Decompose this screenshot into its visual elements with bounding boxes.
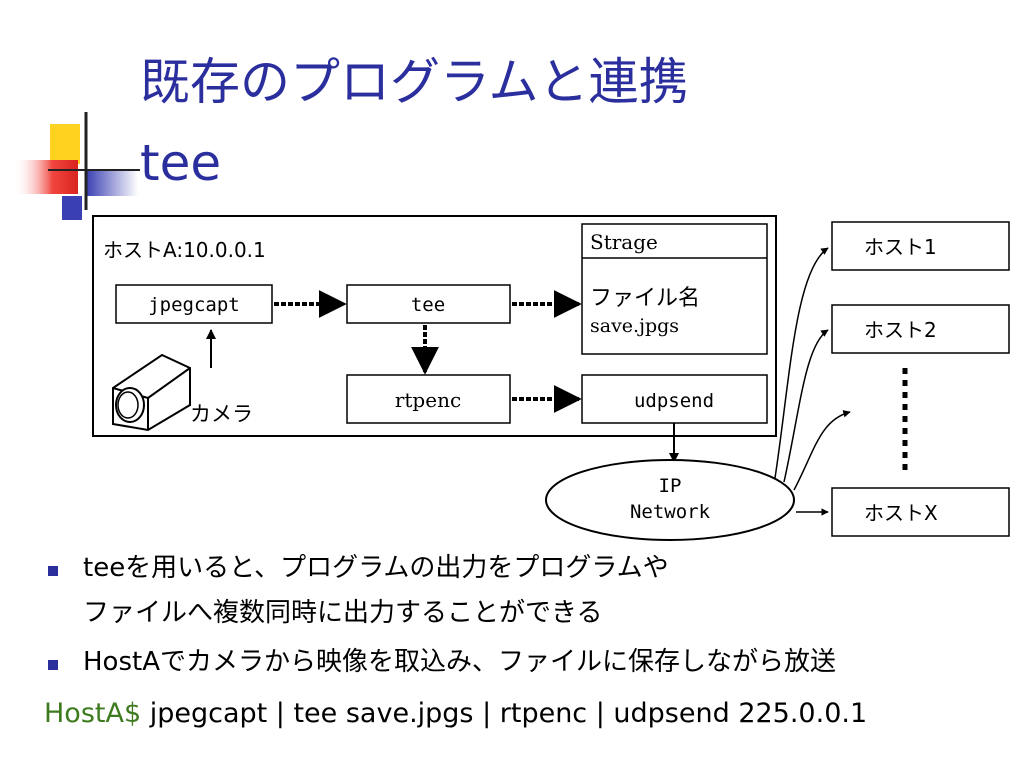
storage-header: Strage [590,230,658,254]
host-x-box [831,487,1010,537]
arrow-network-to-other-host [793,410,851,491]
host-1-box [831,221,1010,271]
jpegcapt-box [115,284,273,324]
host-1-label: ホスト1 [864,235,937,259]
slide-title-line1: 既存のプログラムと連携 [140,53,689,111]
tee-label: tee [411,294,445,316]
command-text: jpegcapt | tee save.jpgs | rtpenc | udps… [141,698,868,729]
storage-box [581,223,768,355]
host-2-label: ホスト2 [864,318,937,342]
network-label-line2: Network [630,501,711,523]
tee-box [346,284,511,324]
bullet-1-line-2: ファイルへ複数同時に出力することができる [83,598,603,628]
yellow-square [50,124,80,164]
host-a-box [92,215,777,437]
camera-icon [112,353,191,432]
bullet-marker-1 [48,566,58,576]
corner-decoration [14,112,140,220]
command-prompt: HostA$ [44,698,142,729]
bullet-marker-2 [48,660,58,670]
file-label: ファイル名 [590,286,700,311]
jpegcapt-label: jpegcapt [148,294,240,316]
host-a-label: ホストA:10.0.0.1 [103,238,266,262]
host-2-box [831,304,1010,354]
file-name: save.jpgs [590,315,679,337]
udpsend-box [581,374,768,424]
network-label-line1: IP [659,475,682,497]
rtpenc-box [346,374,511,424]
blue-gradient-block [86,170,138,196]
host-x-label: ホストX [864,501,938,525]
bullet-1-line-1: teeを用いると、プログラムの出力をプログラムや [83,553,669,583]
arrow-network-to-host-1 [774,247,829,479]
slide-title-line2: tee [140,134,222,192]
arrow-network-to-host-2 [783,329,829,483]
udpsend-label: udpsend [634,390,714,412]
red-gradient-block [14,160,78,194]
blue-square [62,196,82,220]
rtpenc-label: rtpenc [395,388,461,412]
ip-network-ellipse [545,459,795,541]
command-line: HostA$ jpegcapt | tee save.jpgs | rtpenc… [44,700,867,727]
camera-label: カメラ [190,402,253,426]
bullet-2-line-1: HostAでカメラから映像を取込み、ファイルに保存しながら放送 [83,647,836,677]
